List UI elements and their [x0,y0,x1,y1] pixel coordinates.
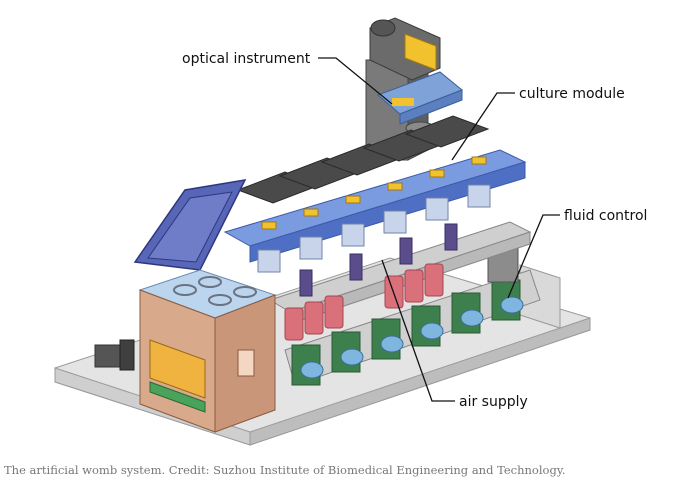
figure-caption: The artificial womb system. Credit: Suzh… [4,463,566,477]
leader-lines [318,57,560,402]
motor [94,339,135,371]
label-fluid-control: fluid control [564,208,647,224]
artificial-womb-diagram: optical instrument culture module fluid … [54,17,647,446]
control-cabinet [138,269,277,433]
red-bottle-row [284,263,444,341]
label-culture-module: culture module [519,86,625,102]
fluid-pump-row [284,269,541,386]
culture-module-row [223,149,527,273]
label-optical-instrument: optical instrument [182,51,311,67]
label-air-supply: air supply [459,394,528,410]
culture-lid-row [236,115,490,204]
reagent-tube-row [299,223,458,297]
open-lid [133,179,247,271]
